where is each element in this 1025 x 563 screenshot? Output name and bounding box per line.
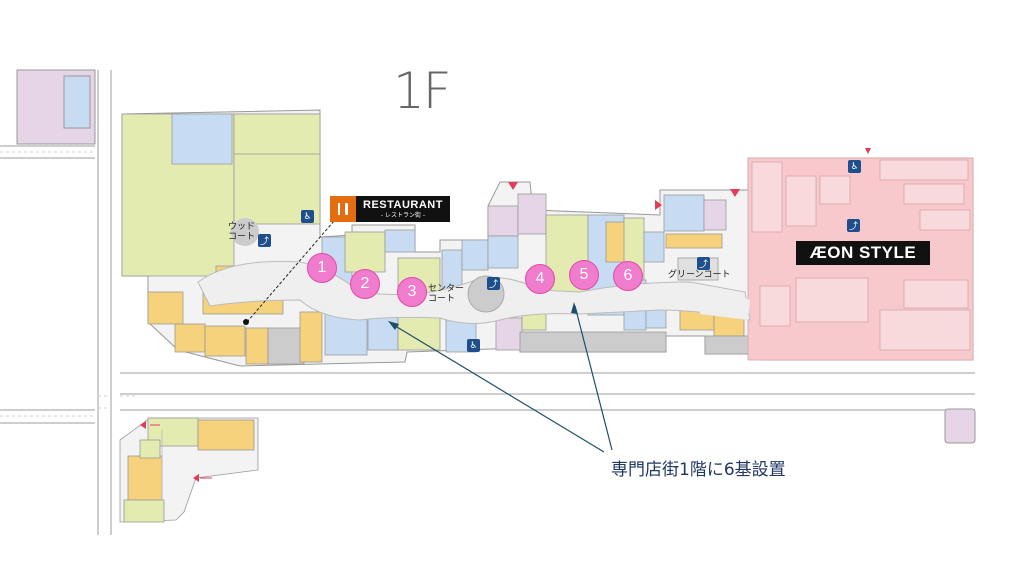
green-court-label: グリーンコート [668,270,731,280]
arrowhead-right [571,302,578,314]
center-court-label: センター コート [428,284,465,304]
wood-court-label: ウッド コート [228,222,256,242]
elevator-marker-1[interactable]: 1 [307,253,337,283]
escalator-icon: ⤴ [487,277,500,290]
elevator-marker-4[interactable]: 4 [525,264,555,294]
annex-building [119,417,259,523]
restroom-icon: ♿ [301,210,314,223]
escalator-icon: ⤴ [258,234,271,247]
arrowhead-left [388,321,399,330]
streets [0,70,975,535]
floor-label: 1F [393,62,452,120]
callout-arrows [391,305,613,453]
annotation-text: 専門店街1階に6基設置 [611,460,786,480]
anchor-store-area [747,157,974,361]
restaurant-title: RESTAURANT [363,198,443,211]
elevator-marker-5[interactable]: 5 [569,260,599,290]
wood-court-area [231,218,259,246]
restroom-icon: ♿ [848,160,861,173]
elevator-marker-2[interactable]: 2 [350,269,380,299]
restaurant-sign[interactable]: RESTAURANT - レストラン街 - [330,196,450,222]
annex-booth [944,408,976,444]
entrance-markers [140,148,871,482]
restroom-icon: ♿ [467,339,480,352]
anchor-store-name[interactable]: ÆON STYLE [796,241,930,265]
restaurant-subtitle: - レストラン街 - [380,211,426,219]
elevator-marker-6[interactable]: 6 [613,261,643,291]
restaurant-leader [246,213,341,323]
restaurant-icon [330,196,356,222]
escalator-icon: ⤴ [697,257,710,270]
entrance-arrows [150,424,212,479]
escalator-icon: ⤴ [847,219,860,232]
elevator-marker-3[interactable]: 3 [397,277,427,307]
crosswalks [0,151,135,417]
